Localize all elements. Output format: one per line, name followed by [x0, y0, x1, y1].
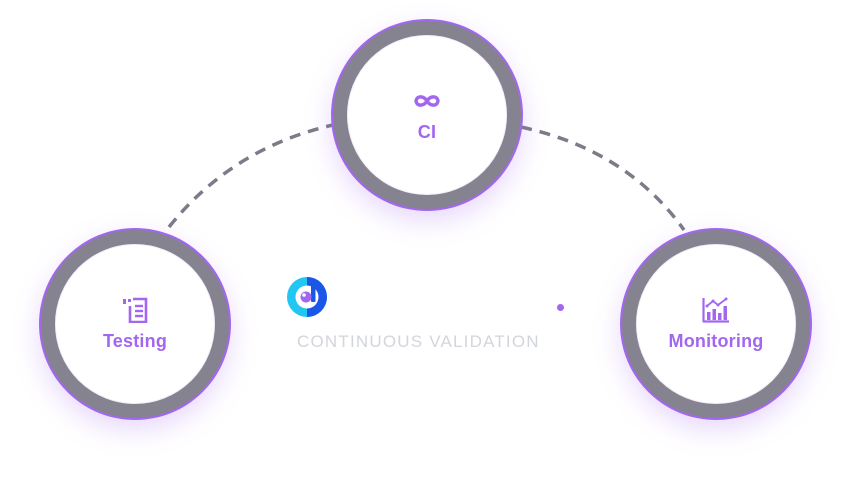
checklist-icon: [120, 297, 150, 323]
connector-ci-monitoring: [520, 125, 686, 232]
connector-testing-ci: [167, 123, 334, 229]
testing-label: Testing: [102, 330, 168, 351]
ci-node: CI: [333, 21, 521, 209]
brand-tagline: CONTINUOUS VALIDATION: [297, 332, 540, 351]
ci-label: CI: [417, 121, 437, 142]
monitoring-label: Monitoring: [668, 330, 764, 351]
brand-logo-icon: [286, 276, 328, 318]
bar-chart-trend-icon: [701, 297, 731, 323]
brand-block: CONTINUOUS VALIDATION: [286, 276, 576, 356]
infinity-icon: [412, 88, 442, 114]
monitoring-node: Monitoring: [622, 230, 810, 418]
testing-node: Testing: [41, 230, 229, 418]
brand-accent-dot: [557, 304, 564, 311]
